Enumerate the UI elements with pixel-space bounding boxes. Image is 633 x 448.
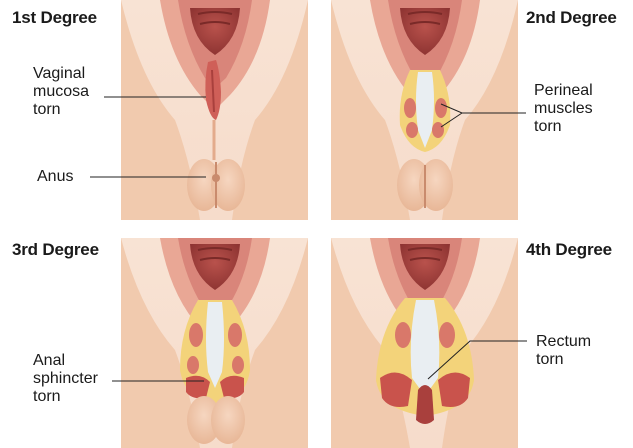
label-line: torn <box>33 101 89 119</box>
label-line: torn <box>534 118 593 136</box>
panel-title-4th-degree: 4th Degree <box>526 240 612 260</box>
label-line: Anal <box>33 352 98 370</box>
label-perineal-muscles-torn: Perineal muscles torn <box>534 82 593 136</box>
sphincter-left <box>186 376 210 399</box>
muscle-right-upper <box>435 98 447 118</box>
panel-title-3rd-degree: 3rd Degree <box>12 240 99 260</box>
label-line: sphincter <box>33 370 98 388</box>
muscle-left-lower <box>406 122 418 138</box>
label-anus: Anus <box>37 168 73 186</box>
label-rectum-torn: Rectum torn <box>536 333 591 369</box>
label-line: Rectum <box>536 333 591 351</box>
label-line: Perineal <box>534 82 593 100</box>
label-line: torn <box>33 388 98 406</box>
panel-1st-degree <box>121 0 308 220</box>
label-line: torn <box>536 351 591 369</box>
panel-title-1st-degree: 1st Degree <box>12 8 97 28</box>
muscle-right-lower <box>432 122 444 138</box>
panel-2nd-degree <box>331 0 518 220</box>
panel-3rd-degree <box>121 238 308 448</box>
label-vaginal-mucosa-torn: Vaginal mucosa torn <box>33 65 89 119</box>
muscle-left-upper <box>404 98 416 118</box>
anus-mark <box>212 174 220 182</box>
label-line: mucosa <box>33 83 89 101</box>
label-anal-sphincter-torn: Anal sphincter torn <box>33 352 98 406</box>
panel-4th-degree <box>331 238 518 448</box>
panel-title-2nd-degree: 2nd Degree <box>526 8 617 28</box>
label-line: Vaginal <box>33 65 89 83</box>
sphincter-right <box>220 376 244 399</box>
label-line: muscles <box>534 100 593 118</box>
rectum-opening <box>416 385 434 424</box>
